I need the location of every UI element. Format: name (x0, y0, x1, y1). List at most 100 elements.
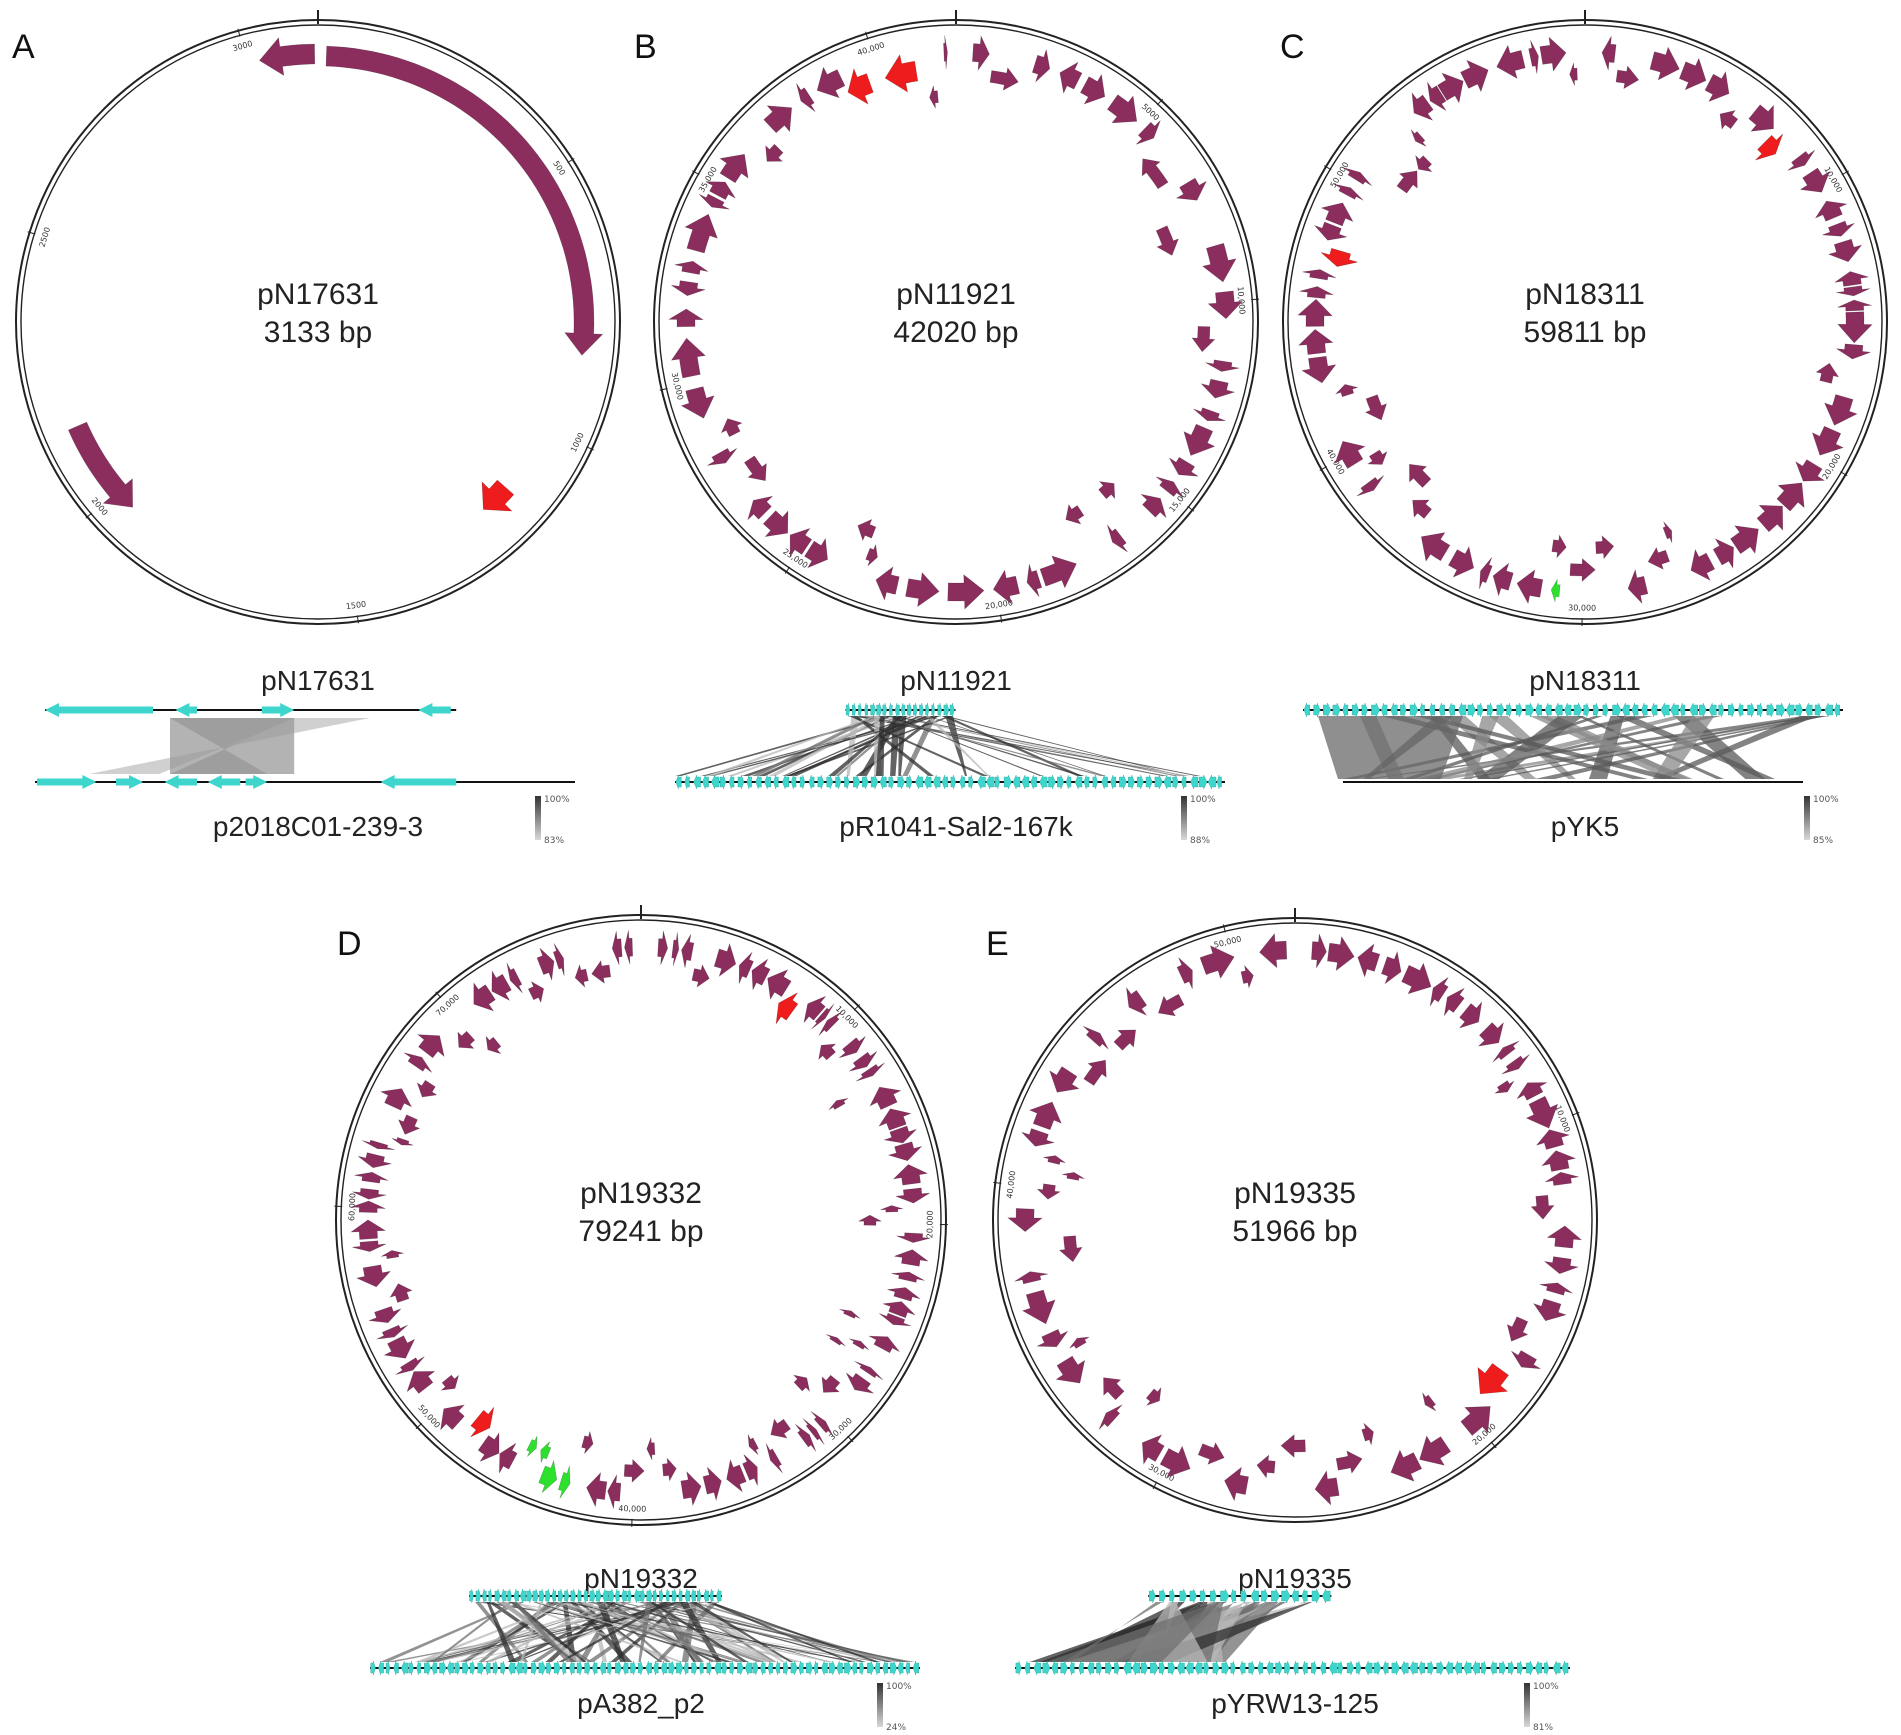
query-gene (1220, 1588, 1230, 1604)
reference-gene (164, 775, 197, 789)
comparison-reference-b: pR1041-Sal2-167k (839, 811, 1073, 842)
scale-tick (1000, 614, 1003, 623)
backbone-inner-ring (658, 24, 1254, 620)
gene-arrow (1240, 964, 1254, 990)
reference-gene (1163, 774, 1172, 790)
homology-ribbon (419, 1602, 624, 1662)
query-gene (659, 1588, 664, 1604)
gene-arrow (1506, 1316, 1529, 1342)
gene-arrow (845, 1372, 874, 1394)
query-gene (1199, 1588, 1207, 1604)
homology-ribbon (572, 1602, 804, 1662)
gene-arrow (1058, 1235, 1083, 1263)
gene-arrow (738, 951, 754, 984)
query-gene (1785, 702, 1795, 718)
query-gene (1583, 702, 1590, 718)
homology-ribbon (898, 716, 907, 776)
query-gene (1564, 702, 1572, 718)
gene-arrow (1776, 482, 1805, 512)
reference-gene (835, 774, 842, 790)
gene-arrow (1175, 177, 1207, 201)
identity-scale-bar-b (1181, 796, 1187, 840)
gene-arrow (713, 942, 737, 978)
homology-ribbon (462, 1602, 568, 1662)
reference-gene (720, 774, 727, 790)
resistance-gene-arrow (847, 67, 874, 105)
gene-arrow (743, 455, 767, 482)
reference-gene (1092, 774, 1098, 790)
gene-arrow (352, 1240, 387, 1252)
comparison-a (35, 703, 575, 789)
reference-gene (1293, 1660, 1299, 1676)
gene-arrow (1126, 987, 1148, 1017)
gene-arrow (357, 1152, 392, 1169)
reference-gene (853, 774, 861, 790)
homology-ribbon (675, 716, 893, 776)
reference-gene (485, 1660, 491, 1676)
gene-arrow (1113, 1029, 1137, 1051)
query-gene (684, 1588, 691, 1604)
gene-arrow (1443, 987, 1465, 1016)
panel-letter-b: B (634, 28, 657, 66)
reference-gene (1199, 774, 1208, 790)
scale-tick-label: 25,000 (781, 547, 809, 570)
query-gene (1332, 702, 1341, 718)
query-gene (1737, 702, 1744, 718)
gene-track (68, 36, 604, 512)
gene-arrow (884, 1125, 917, 1144)
gene-arrow (1401, 962, 1432, 995)
gene-arrow (989, 67, 1019, 91)
gene-arrow (1021, 1289, 1056, 1325)
query-gene (919, 702, 924, 718)
reference-gene (1172, 774, 1179, 790)
scale-tick (356, 615, 359, 624)
gene-arrow (680, 1470, 702, 1507)
gene-arrow (1193, 407, 1226, 422)
reference-gene (744, 1660, 752, 1676)
homology-ribbon (945, 716, 968, 776)
mobile-element-arrow (1550, 578, 1561, 602)
gene-arrow (1141, 1434, 1165, 1465)
gene-arrow (707, 447, 738, 466)
gene-arrow (1411, 91, 1434, 121)
gene-arrow (698, 193, 730, 210)
gene-arrow (397, 1114, 421, 1135)
gene-arrow (477, 1431, 500, 1463)
scale-tick-label: 20,000 (1821, 452, 1843, 481)
gene-arrow (1082, 1025, 1109, 1050)
gene-arrow (702, 1466, 722, 1502)
gene-arrow (849, 1051, 878, 1072)
query-gene (937, 702, 942, 718)
reference-gene (1149, 1660, 1159, 1676)
homology-ribbon (1415, 716, 1681, 779)
resistance-gene-arrow (1755, 133, 1784, 161)
query-gene (1602, 702, 1609, 718)
gene-arrow (1543, 1256, 1580, 1275)
reference-gene (844, 1660, 852, 1676)
query-gene (1230, 1588, 1236, 1604)
query-gene (1458, 702, 1467, 718)
query-gene (621, 1588, 627, 1604)
mobile-element-arrow (526, 1435, 538, 1457)
gene-arrow (499, 1443, 518, 1474)
query-gene (501, 1588, 507, 1604)
reference-gene (584, 1660, 591, 1676)
query-gene (943, 702, 950, 718)
query-gene (665, 1588, 670, 1604)
gene-arrow (473, 981, 496, 1012)
gene-arrow (491, 969, 512, 1002)
reference-gene (1154, 774, 1163, 790)
homology-ribbon (828, 716, 903, 776)
gene-arrow (803, 996, 826, 1023)
reference-gene (897, 1660, 904, 1676)
homology-ribbon (638, 1602, 652, 1662)
gene-arrow (1492, 1040, 1520, 1063)
homology-ribbon (519, 1602, 543, 1662)
gene-arrow (417, 1034, 445, 1059)
gene-arrow (943, 35, 948, 70)
gene-arrow (1477, 1021, 1505, 1047)
gene-arrow (1155, 225, 1179, 256)
homology-ribbon (925, 716, 990, 776)
plasmid-size-b: 42020 bp (893, 316, 1018, 349)
gene-arrow (1031, 49, 1051, 83)
